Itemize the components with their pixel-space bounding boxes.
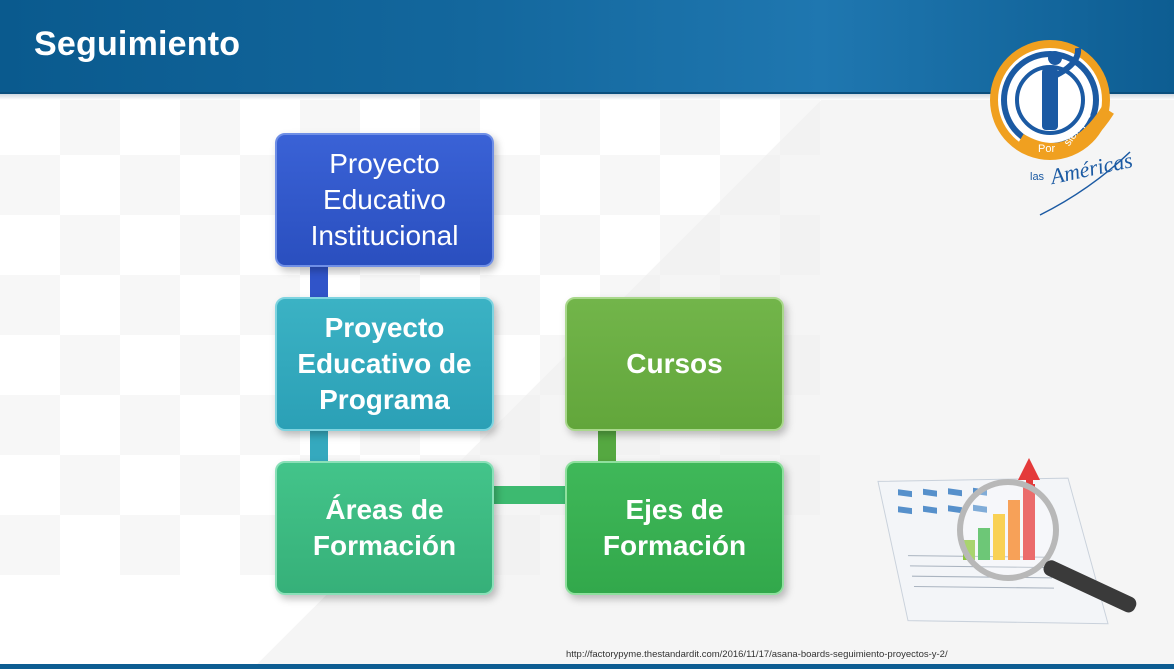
node-cursos: Cursos [565, 297, 784, 431]
node-areas-de-formacion: Áreas de Formación [275, 461, 494, 595]
node-line: Educativo de [297, 348, 472, 379]
logo-text-las: las [1030, 171, 1045, 183]
node-line: Formación [602, 530, 747, 561]
node-proyecto-educativo-de-programa: Proyecto Educativo de Programa [275, 297, 494, 431]
connector-ejes-cursos [598, 427, 616, 461]
node-ejes-de-formacion: Ejes de Formación [565, 461, 784, 595]
node-line: Educativo [323, 184, 446, 215]
por-siempre-las-americas-logo: Por siempre las Américas [990, 40, 1135, 216]
node-line: Institucional [310, 220, 459, 251]
connector-pep-areas [310, 427, 328, 461]
node-line: Proyecto [324, 312, 445, 343]
logo-text-por: Por [1038, 143, 1055, 155]
node-line: Áreas de [325, 494, 444, 525]
slide-title: Seguimiento [34, 25, 241, 63]
title-bar: Seguimiento [0, 0, 1174, 100]
connector-pei-pep [310, 263, 328, 297]
connector-areas-ejes [490, 486, 565, 504]
node-line: Programa [319, 384, 450, 415]
node-line: Ejes de [625, 494, 724, 525]
node-line: Proyecto [329, 148, 440, 179]
node-line: Formación [312, 530, 457, 561]
chart-illustration [877, 458, 1137, 625]
source-url[interactable]: http://factorypyme.thestandardit.com/201… [566, 649, 948, 660]
node-line: Cursos [626, 348, 723, 379]
bottom-border [0, 664, 1174, 669]
node-proyecto-educativo-institucional: Proyecto Educativo Institucional [275, 133, 494, 267]
